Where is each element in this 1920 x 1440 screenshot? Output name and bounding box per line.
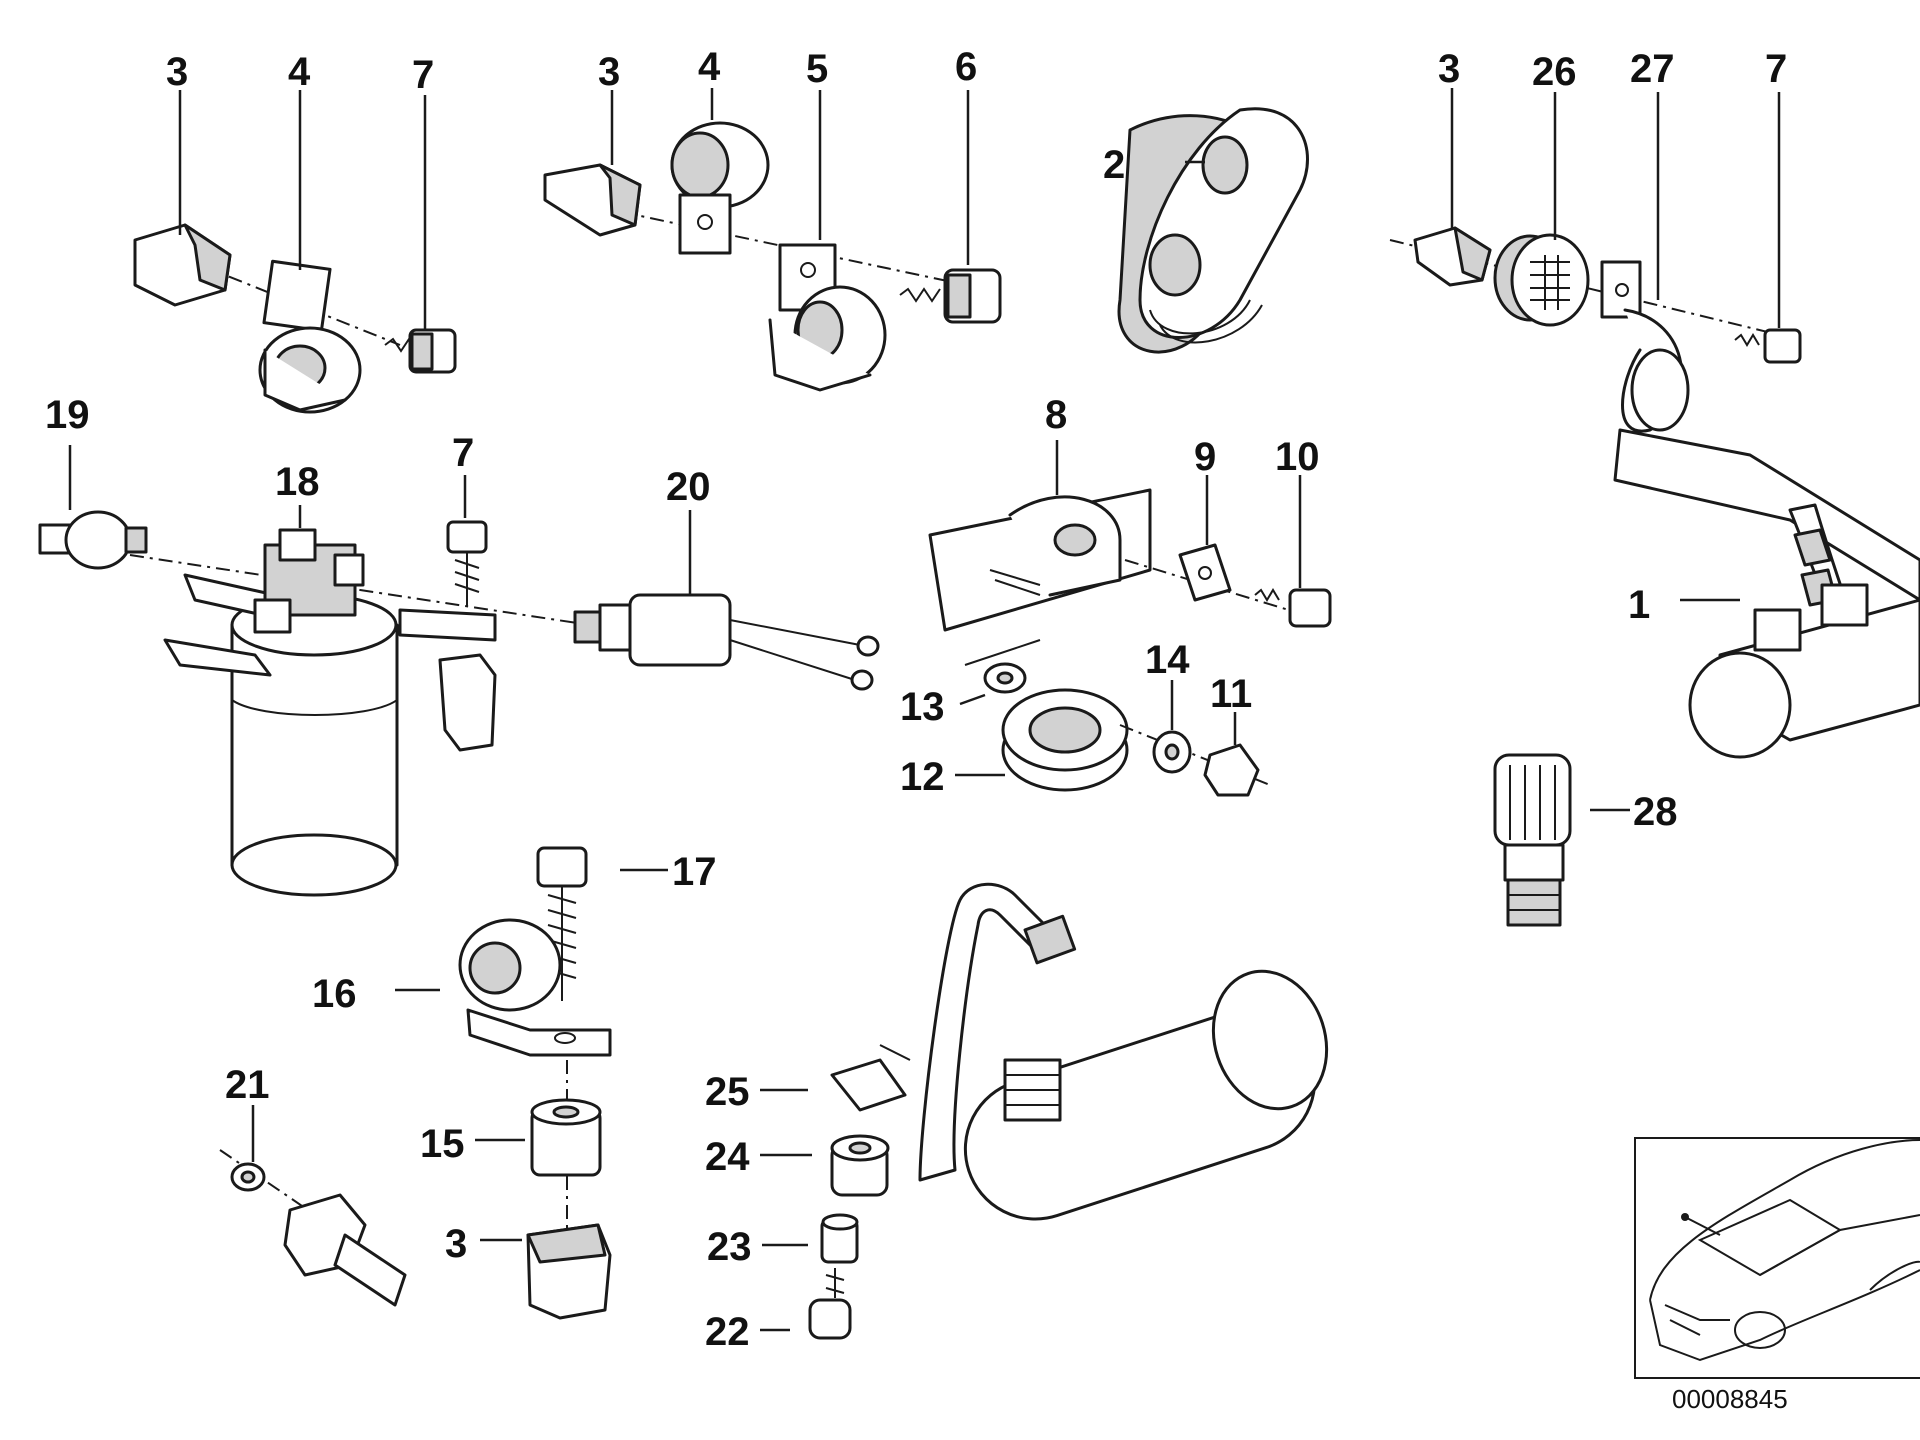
callout-4: 4	[698, 45, 721, 89]
clamp-assembly-top-right	[1389, 226, 1802, 433]
mounting-stack	[458, 846, 612, 1320]
callout-1: 1	[1628, 583, 1650, 627]
callout-24: 24	[705, 1135, 750, 1179]
callout-7: 7	[452, 431, 474, 475]
callout-2: 2	[1103, 143, 1125, 187]
diagram-id: 00008845	[1672, 1384, 1788, 1414]
callout-21: 21	[225, 1063, 270, 1107]
callout-12: 12	[900, 755, 945, 799]
callout-7: 7	[1765, 47, 1787, 91]
callout-26: 26	[1532, 50, 1577, 94]
callout-5: 5	[806, 47, 828, 91]
callout-20: 20	[666, 465, 711, 509]
callout-18: 18	[275, 460, 320, 504]
callout-15: 15	[420, 1122, 465, 1166]
callout-8: 8	[1045, 393, 1067, 437]
callout-16: 16	[312, 972, 357, 1016]
callout-13: 13	[900, 685, 945, 729]
expansion-valve-assembly	[1493, 428, 1920, 927]
callout-23: 23	[707, 1225, 752, 1269]
callout-25: 25	[705, 1070, 750, 1114]
clamp-assembly-top-middle	[543, 121, 1002, 392]
receiver-drier-lower	[808, 882, 1329, 1340]
callout-22: 22	[705, 1310, 750, 1354]
callout-7: 7	[412, 53, 434, 97]
callout-3: 3	[166, 50, 188, 94]
fitting-21	[219, 1149, 407, 1307]
callout-28: 28	[1633, 790, 1678, 834]
vehicle-thumbnail	[1634, 1137, 1920, 1379]
callout-11: 11	[1210, 672, 1252, 716]
clamp-assembly-top-left	[133, 223, 457, 414]
callout-10: 10	[1275, 435, 1320, 479]
callout-4: 4	[288, 50, 311, 94]
callout-9: 9	[1194, 435, 1216, 479]
callout-3: 3	[598, 50, 620, 94]
callout-14: 14	[1145, 638, 1190, 682]
callout-6: 6	[955, 45, 977, 89]
callout-17: 17	[672, 850, 717, 894]
callout-27: 27	[1630, 47, 1675, 91]
bracket-assembly	[928, 488, 1332, 797]
double-grommet	[1117, 107, 1309, 354]
callout-3: 3	[1438, 47, 1460, 91]
callout-3: 3	[445, 1222, 467, 1266]
receiver-drier-assembly	[38, 510, 880, 897]
callout-19: 19	[45, 393, 90, 437]
